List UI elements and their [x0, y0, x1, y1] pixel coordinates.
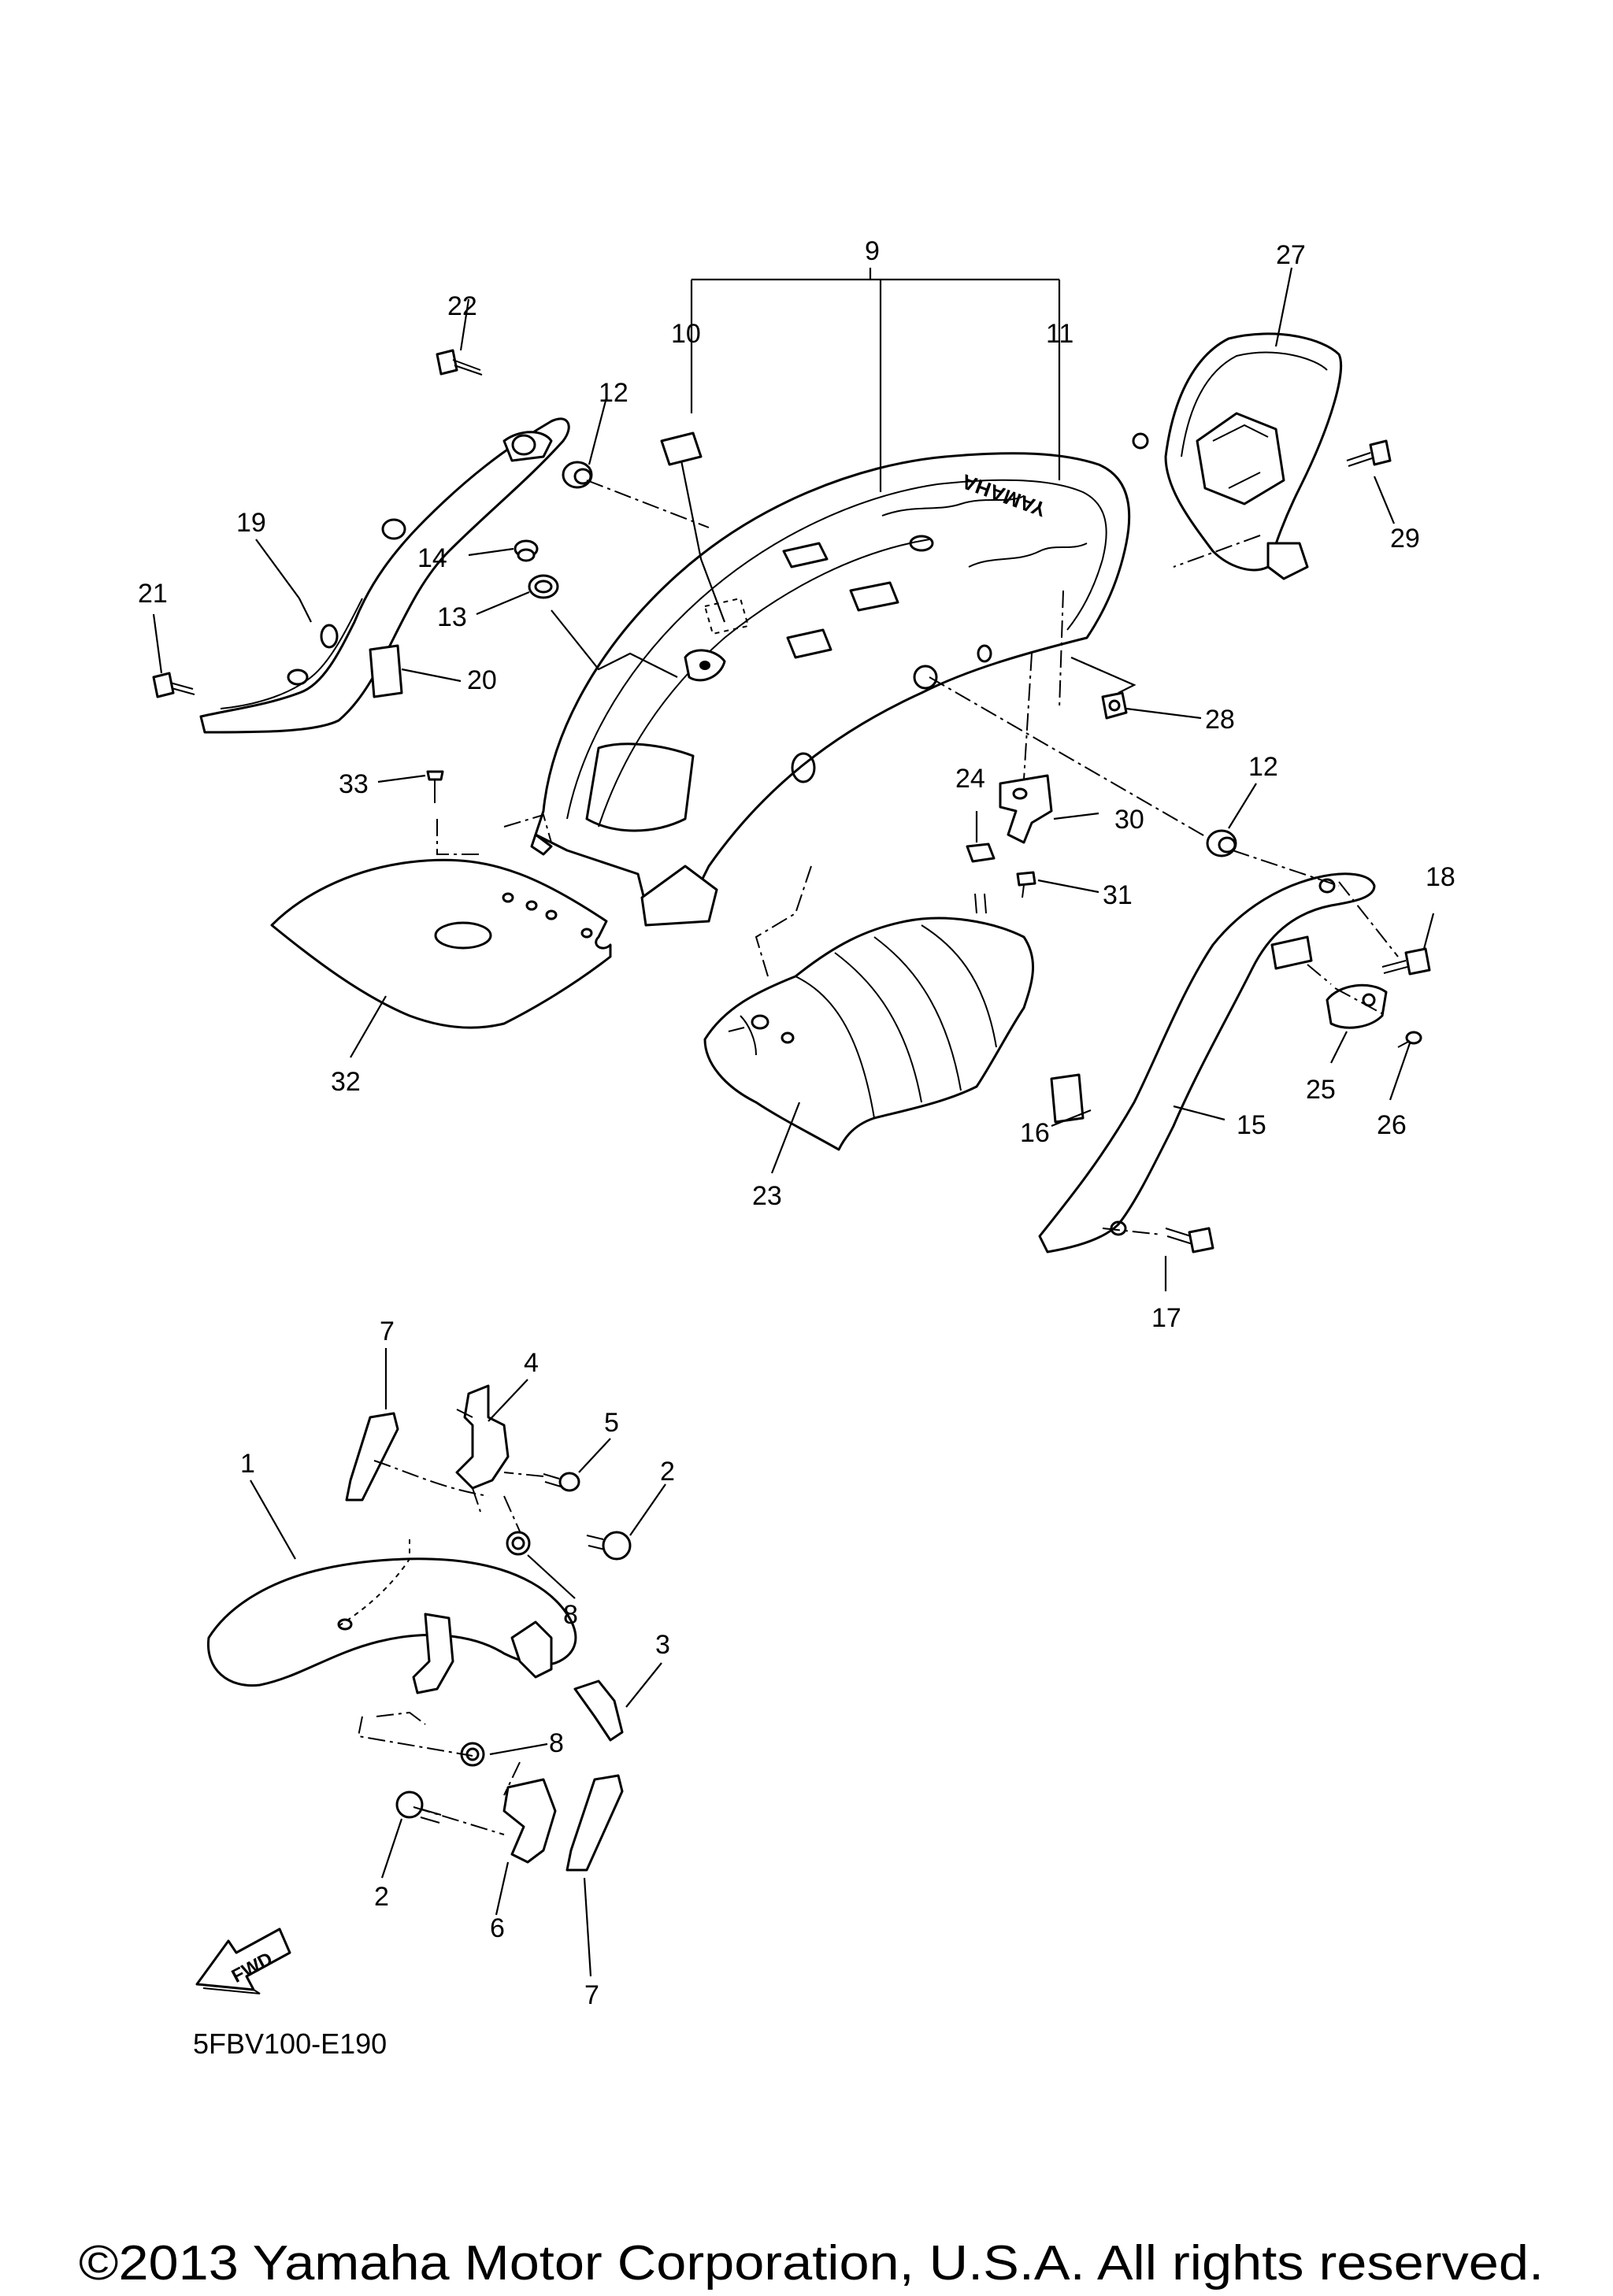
callout-24: 24 [955, 764, 985, 794]
callout-22: 22 [447, 291, 477, 321]
mudflap-32 [270, 858, 612, 1029]
callout-13: 13 [437, 602, 467, 632]
side-cover-right [1038, 872, 1376, 1254]
rear-fender: YAMAHA [530, 452, 1131, 927]
callout-10: 10 [671, 319, 701, 349]
hardware-upper [152, 349, 1431, 1254]
callout-19: 19 [236, 508, 266, 538]
diagram-code: 5FBV100-E190 [193, 2028, 387, 2060]
callout-17: 17 [1151, 1303, 1181, 1333]
callout-12: 12 [599, 378, 629, 408]
callout-23: 23 [752, 1181, 782, 1211]
front-fender [206, 1384, 632, 1872]
callout-21: 21 [138, 579, 168, 609]
callout-29: 29 [1390, 524, 1420, 554]
callout-14: 14 [417, 543, 447, 573]
callout-12: 12 [1248, 752, 1278, 782]
copyright-notice: ©2013 Yamaha Motor Corporation, U.S.A. A… [79, 2236, 1544, 2290]
callout-1: 1 [240, 1449, 255, 1479]
callout-11: 11 [1046, 319, 1073, 349]
callout-8: 8 [549, 1728, 564, 1758]
callout-27: 27 [1276, 240, 1306, 270]
callout-25: 25 [1306, 1075, 1336, 1105]
leader-lines [152, 267, 1435, 1977]
callout-5: 5 [604, 1408, 619, 1438]
callout-7: 7 [380, 1316, 395, 1346]
inner-fender-23 [703, 917, 1035, 1151]
side-cover-left [199, 417, 570, 734]
fwd-arrow: FWD [195, 1928, 291, 1994]
callout-15: 15 [1237, 1110, 1266, 1140]
callout-2: 2 [374, 1882, 389, 1912]
callout-8: 8 [563, 1600, 578, 1630]
callout-7: 7 [584, 1980, 599, 2010]
callout-26: 26 [1377, 1110, 1407, 1140]
callout-33: 33 [339, 769, 369, 799]
callout-16: 16 [1020, 1118, 1050, 1148]
callout-4: 4 [524, 1348, 539, 1378]
callout-30: 30 [1114, 805, 1144, 835]
tail-light [1132, 332, 1342, 580]
callout-31: 31 [1103, 880, 1133, 910]
alignment-lines [436, 480, 1399, 1235]
callout-labels: 1 2 2 3 4 5 6 7 7 8 8 9 10 11 12 12 13 1… [138, 236, 1455, 2010]
callout-32: 32 [331, 1067, 361, 1097]
callout-9: 9 [865, 236, 880, 266]
callout-20: 20 [467, 665, 497, 695]
callout-3: 3 [655, 1630, 670, 1660]
callout-2: 2 [660, 1457, 675, 1487]
callout-18: 18 [1426, 862, 1455, 892]
callout-28: 28 [1205, 705, 1235, 735]
callout-6: 6 [490, 1913, 505, 1943]
